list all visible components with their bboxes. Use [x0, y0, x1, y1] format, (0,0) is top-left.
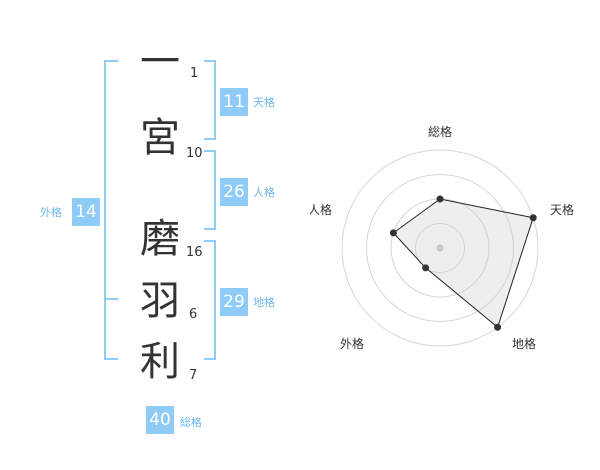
name-char-1: 一 [140, 39, 180, 85]
radar-point-3 [494, 323, 502, 331]
radar-point-2 [529, 214, 537, 222]
radar-point-1 [436, 195, 444, 203]
radar-axis-label-4: 外格 [340, 336, 364, 351]
stroke-count-3: 16 [186, 245, 203, 260]
chikaku-bracket-bottom [204, 358, 216, 360]
name-char-4: 羽 [140, 278, 180, 324]
chikaku-bracket-vertical [214, 240, 216, 360]
radar-point-5 [389, 229, 397, 237]
jinkaku-label: 人格 [253, 186, 275, 199]
radar-grid-ring-4 [341, 149, 539, 347]
gaikaku-bracket-top [104, 60, 118, 62]
gaikaku-value-badge: 14 [72, 198, 100, 226]
radar-series-polygon [392, 198, 534, 329]
radar-grid-ring-1 [415, 223, 465, 273]
stroke-count-4: 6 [189, 307, 198, 322]
gaikaku-bracket-mid [104, 298, 118, 300]
radar-axis-label-3: 地格 [512, 336, 536, 351]
jinkaku-bracket-top [204, 150, 216, 152]
jinkaku-bracket-bottom [204, 228, 216, 230]
radar-center-dot [436, 244, 444, 252]
gaikaku-label: 外格 [40, 206, 62, 219]
name-char-5: 利 [140, 339, 180, 385]
tenkaku-bracket-bottom [204, 138, 216, 140]
tenkaku-bracket-top [204, 60, 216, 62]
radar-point-4 [422, 264, 430, 272]
stroke-count-1: 1 [190, 66, 199, 81]
name-char-3: 磨 [140, 216, 180, 262]
jinkaku-bracket-vertical [214, 150, 216, 230]
radar-axis-label-2: 天格 [550, 202, 574, 217]
stroke-count-2: 10 [186, 146, 203, 161]
chikaku-bracket-top [204, 240, 216, 242]
jinkaku-value-badge: 26 [220, 178, 248, 206]
tenkaku-label: 天格 [253, 96, 275, 109]
soukaku-value-badge: 40 [146, 406, 174, 434]
radar-axis-label-5: 人格 [310, 202, 332, 217]
gaikaku-bracket-vertical [104, 60, 106, 360]
radar-axis-label-1: 総格 [428, 124, 452, 139]
chikaku-label: 地格 [253, 296, 275, 309]
tenkaku-bracket-vertical [214, 60, 216, 140]
name-char-2: 宮 [140, 115, 180, 161]
chikaku-value-badge: 29 [220, 288, 248, 316]
gaikaku-bracket-bottom [104, 358, 118, 360]
tenkaku-value-badge: 11 [220, 88, 248, 116]
stroke-count-5: 7 [189, 368, 198, 383]
soukaku-label: 総格 [180, 416, 202, 429]
radar-grid-ring-3 [366, 174, 514, 322]
